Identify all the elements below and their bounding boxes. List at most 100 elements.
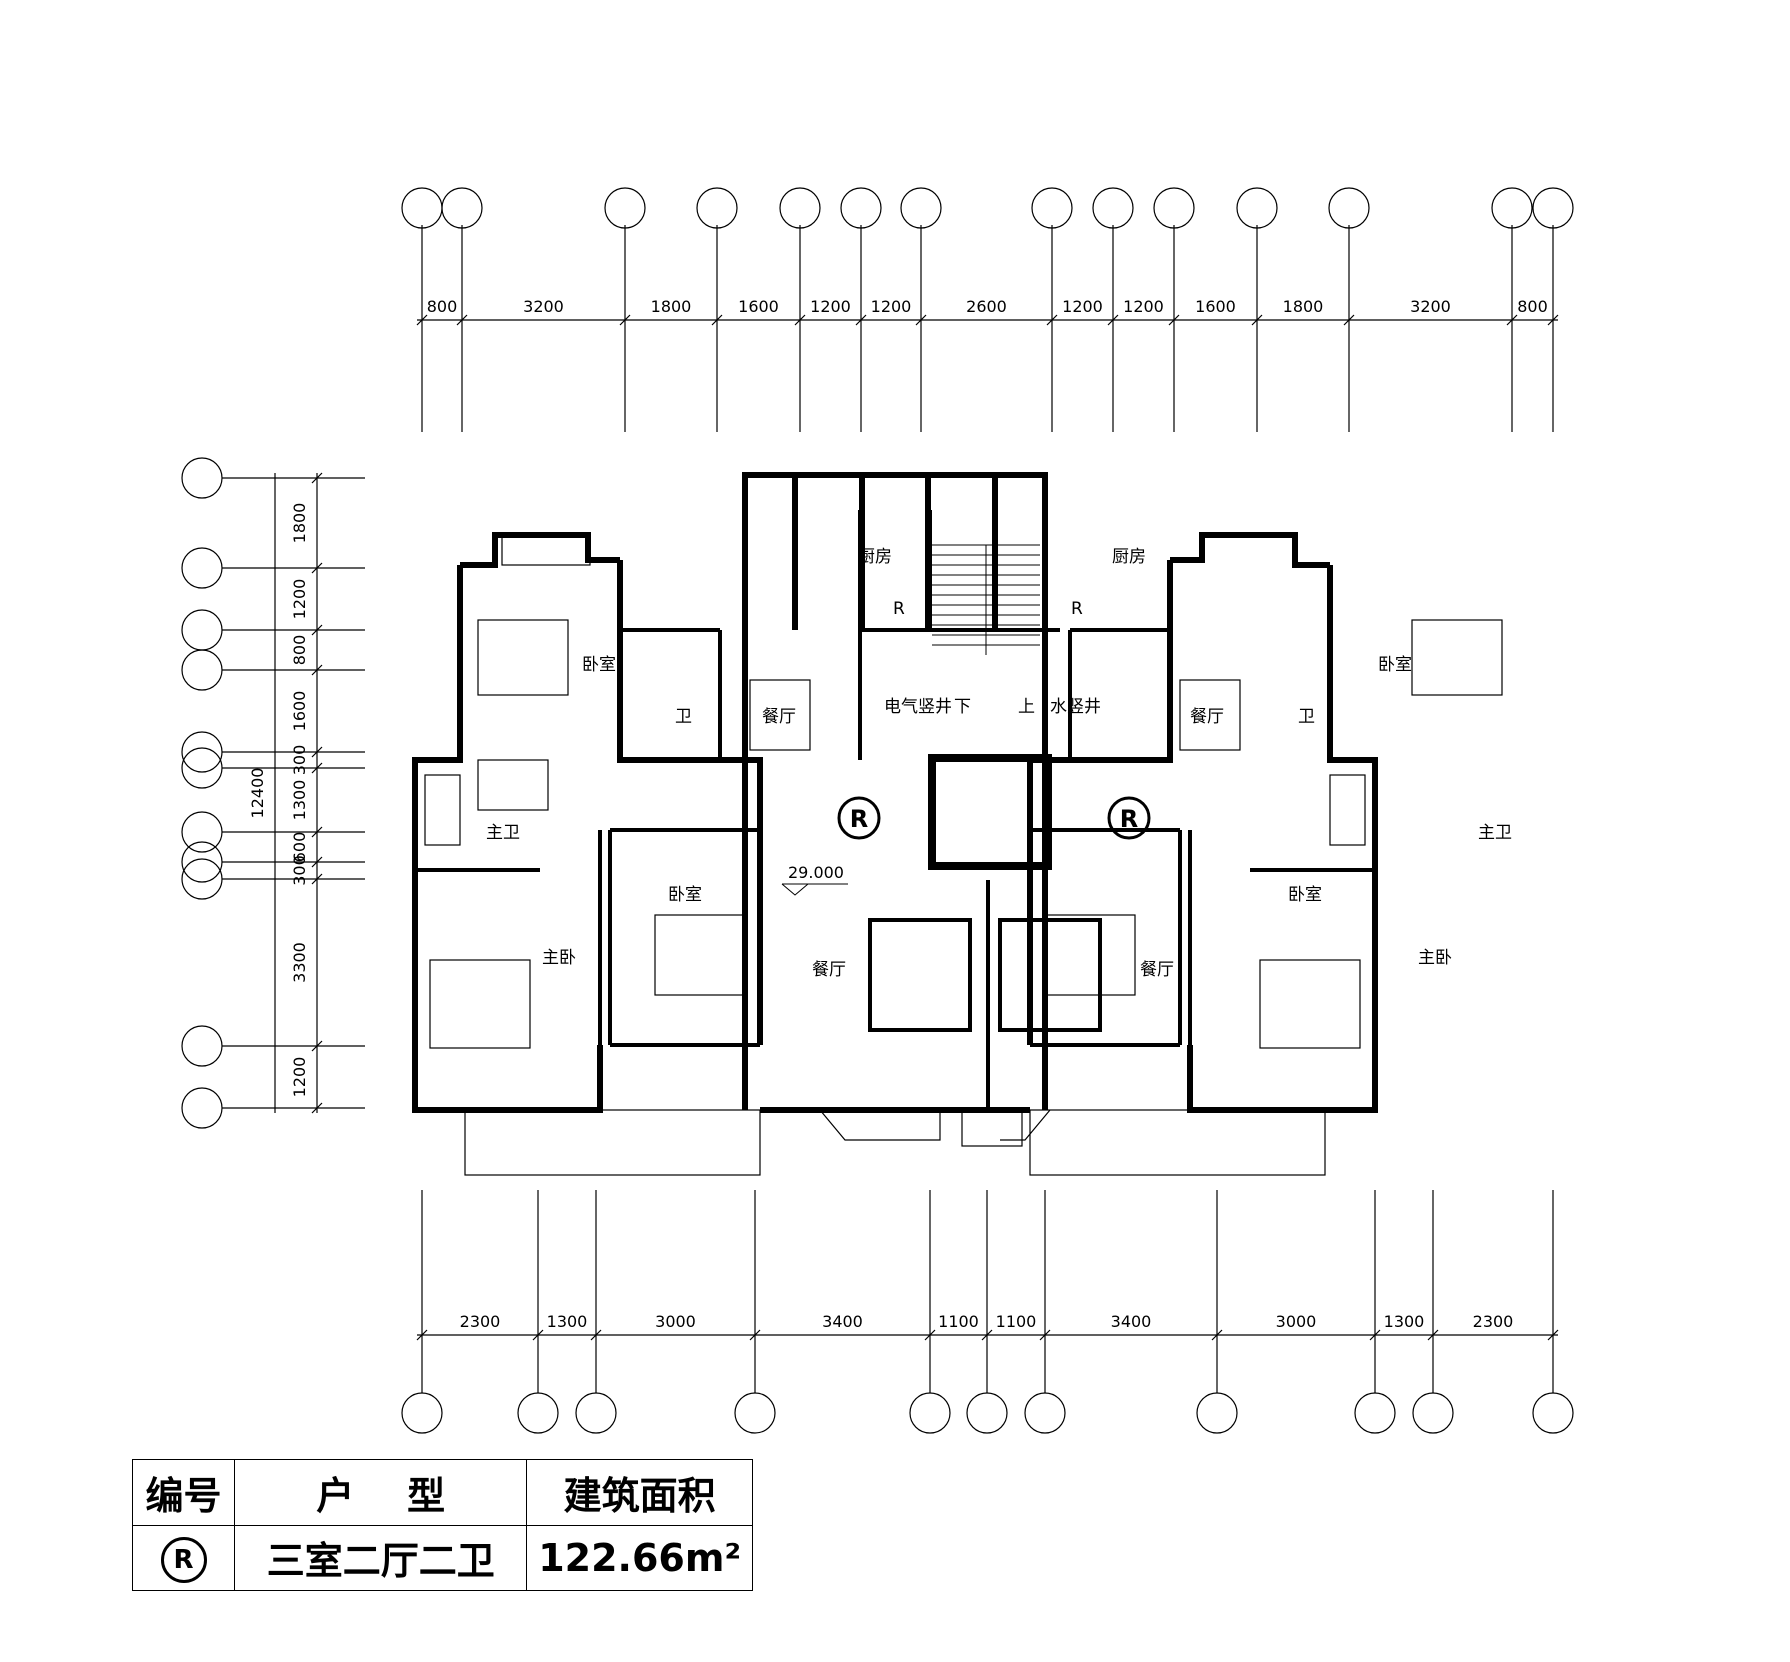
top-dim-label: 1200 [871,297,912,316]
top-tick [1547,314,1559,326]
label-bedroom-left-bottom: 卧室 [668,885,702,905]
bottom-axis-bubble [1196,1392,1238,1434]
legend-id-mark: R [160,1536,207,1583]
top-tick [1343,314,1355,326]
bottom-dim-label: 1300 [1384,1312,1425,1331]
bottom-axis-bubble [1532,1392,1574,1434]
room-labels: 厨房 厨房 卧室 卧室 卫 卫 餐厅 餐厅 主卫 主卫 卧室 卧室 主卧 主卧 … [486,547,1512,980]
bottom-axis-bubble [575,1392,617,1434]
left-axis-bubble [181,731,223,773]
top-axis-bubble [1236,187,1278,229]
bottom-tick [924,1329,936,1341]
left-axis-bubble [181,858,223,900]
bottom-axis-bubble [1354,1392,1396,1434]
label-bath-right: 卫 [1298,707,1315,727]
top-dim-label: 800 [427,297,458,316]
label-water-shaft: 水竖井 [1050,697,1101,717]
label-master-bath-right: 主卫 [1478,823,1512,843]
top-dim-label: 1200 [810,297,851,316]
unit-marker-right: R [1107,796,1151,840]
legend-table: 编号 户 型 建筑面积 R 三室二厅二卫 122.66m² [131,1459,753,1591]
unit-marker-left-text: R [850,805,868,833]
legend-type: 三室二厅二卫 [234,1524,528,1591]
left-tick [311,664,323,676]
top-tick [1168,314,1180,326]
top-tick [855,314,867,326]
label-master-bath-left: 主卫 [486,823,520,843]
bottom-dim-label: 3000 [1276,1312,1317,1331]
label-master-bedroom-left: 主卧 [542,948,576,968]
left-dim-label: 1600 [290,691,309,732]
header-area: 建筑面积 [526,1459,753,1526]
bottom-axis-bubble [966,1392,1008,1434]
bottom-tick [416,1329,428,1341]
elevation-mark-triangle [781,883,809,896]
left-axis-bubble [181,609,223,651]
top-axis-bubble [1532,187,1574,229]
label-dining-left-top: 餐厅 [762,707,796,727]
left-axis-bubble [181,1087,223,1129]
bottom-axis-bubble [1024,1392,1066,1434]
top-dim-label: 1200 [1123,297,1164,316]
left-dim-label: 300 [290,745,309,776]
left-tick [311,472,323,484]
left-dim-label: 1300 [290,780,309,821]
left-tick [311,1102,323,1114]
bottom-axis-bubble [734,1392,776,1434]
fridge-left: R [893,599,905,619]
left-axis-bubble [181,1025,223,1067]
header-type: 户 型 [234,1459,528,1526]
top-dim-label: 1600 [738,297,779,316]
fridge-right: R [1071,599,1083,619]
label-master-bedroom-right: 主卧 [1418,948,1452,968]
top-dim-label: 1200 [1062,297,1103,316]
legend-header-row: 编号 户 型 建筑面积 [131,1459,753,1526]
left-dim-label: 600 [290,832,309,863]
label-stair-up: 上 [1018,697,1035,717]
top-tick [416,314,428,326]
top-axis-bubble [696,187,738,229]
header-id: 编号 [131,1459,236,1526]
bottom-tick [1427,1329,1439,1341]
top-axis-bubble [1031,187,1073,229]
label-elec-shaft: 电气竖井 [884,697,952,717]
top-axis-bubble [779,187,821,229]
left-axis-bubble [181,649,223,691]
bottom-dim-label: 3400 [1111,1312,1152,1331]
top-axis-bubble [1153,187,1195,229]
top-tick [1046,314,1058,326]
bottom-tick [1369,1329,1381,1341]
label-kitchen-right: 厨房 [1112,547,1146,567]
top-tick [1506,314,1518,326]
left-dimension-chain: 1800120080016003001300600300330012001240… [181,457,365,1129]
bottom-tick [1039,1329,1051,1341]
top-axis-bubble [1092,187,1134,229]
left-dim-label: 1200 [290,1057,309,1098]
top-axis-bubble [1328,187,1370,229]
legend-area: 122.66m² [526,1524,753,1591]
top-tick [794,314,806,326]
stair [932,544,1040,655]
left-tick [311,746,323,758]
label-dining-left-bottom: 餐厅 [812,960,846,980]
furniture [424,619,1503,1049]
balconies [464,534,1326,1176]
legend-row: R 三室二厅二卫 122.66m² [131,1524,753,1591]
bottom-dim-label: 2300 [1473,1312,1514,1331]
left-dim-label: 1200 [290,579,309,620]
unit-marker-right-text: R [1120,805,1138,833]
left-dim-label: 800 [290,635,309,666]
unit-marker-left: R [837,796,881,840]
left-tick [311,826,323,838]
left-axis-bubble [181,547,223,589]
label-bedroom-right-top: 卧室 [1378,655,1412,675]
bottom-tick [1211,1329,1223,1341]
left-tick [311,762,323,774]
label-elevation: 29.000 [788,863,844,882]
top-axis-bubble [604,187,646,229]
left-tick [311,562,323,574]
bottom-tick [981,1329,993,1341]
left-dim-label: 300 [290,855,309,886]
